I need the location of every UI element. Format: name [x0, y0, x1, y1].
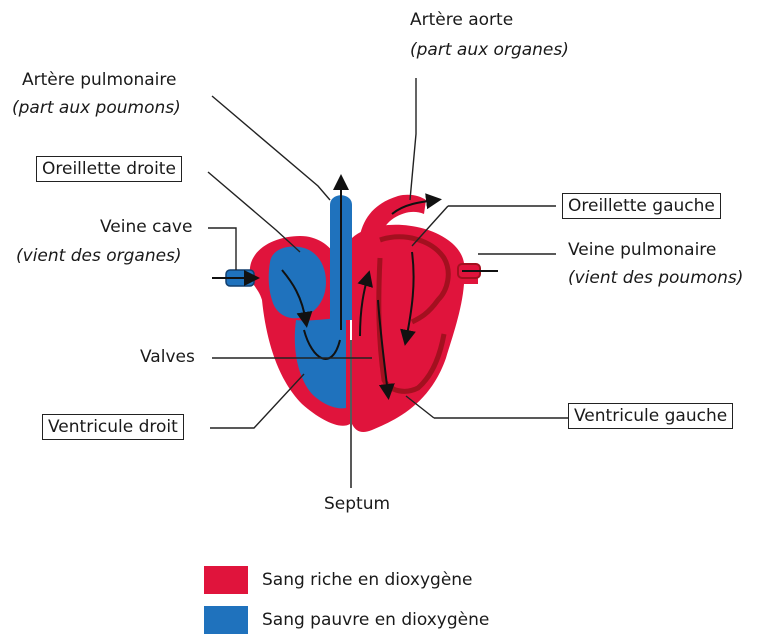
left-heart-red	[352, 195, 480, 432]
label-artere-pulmonaire-sub: (part aux poumons)	[12, 98, 181, 118]
label-ventricule-gauche: Ventricule gauche	[568, 403, 733, 429]
label-veine-cave: Veine cave	[100, 217, 192, 237]
label-artere-aorte: Artère aorte	[410, 10, 513, 30]
label-valves: Valves	[140, 347, 195, 367]
label-veine-cave-sub: (vient des organes)	[16, 246, 182, 266]
legend-item-rich: Sang riche en dioxygène	[204, 566, 564, 596]
label-ventricule-droit: Ventricule droit	[42, 414, 184, 440]
label-septum: Septum	[324, 494, 390, 514]
label-artere-aorte-sub: (part aux organes)	[410, 40, 569, 60]
legend-swatch-poor	[204, 606, 248, 634]
legend-item-poor: Sang pauvre en dioxygène	[204, 606, 564, 636]
label-artere-pulmonaire: Artère pulmonaire	[22, 70, 176, 90]
legend-swatch-rich	[204, 566, 248, 594]
label-oreillette-gauche: Oreillette gauche	[562, 193, 721, 219]
left-heart-wall	[352, 225, 478, 432]
legend-label-rich: Sang riche en dioxygène	[262, 570, 473, 590]
label-veine-pulmonaire: Veine pulmonaire	[568, 240, 716, 260]
legend-label-poor: Sang pauvre en dioxygène	[262, 610, 489, 630]
label-oreillette-droite: Oreillette droite	[36, 156, 182, 182]
label-veine-pulmonaire-sub: (vient des poumons)	[568, 268, 743, 288]
